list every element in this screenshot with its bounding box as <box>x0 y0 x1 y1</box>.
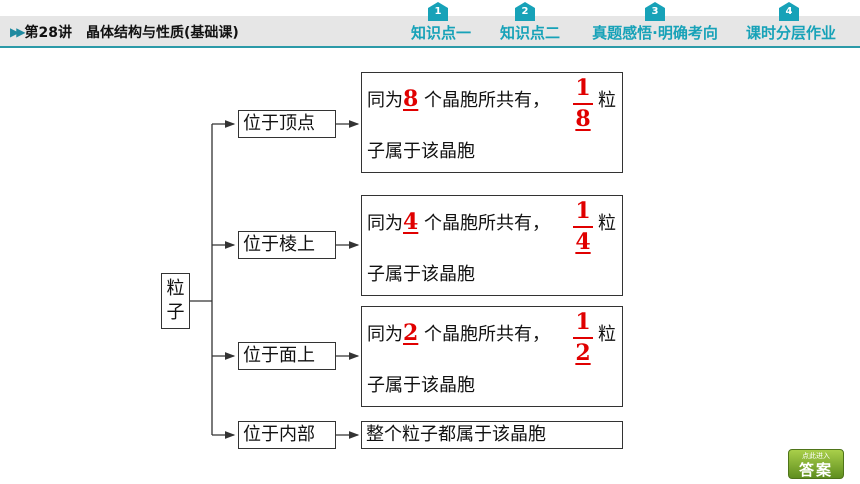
fraction-bar <box>573 337 593 339</box>
fraction: 1 2 <box>572 309 594 366</box>
position-edge: 位于棱上 <box>238 231 336 259</box>
lesson-number: 第28讲 <box>24 25 72 41</box>
position-vertex-label: 位于顶点 <box>243 113 315 134</box>
position-edge-label: 位于棱上 <box>243 234 315 255</box>
desc-face-tail: 粒 <box>598 324 616 345</box>
lesson-title: 晶体结构与性质(基础课) <box>85 25 239 41</box>
fraction: 1 4 <box>572 198 594 255</box>
nav-tab-1-label: 知识点一 <box>410 24 471 42</box>
count-value: 2 <box>403 320 419 346</box>
fraction-denominator: 4 <box>575 229 591 255</box>
position-face-label: 位于面上 <box>243 345 315 366</box>
root-box: 粒子 <box>161 273 190 329</box>
desc-interior: 整个粒子都属于该晶胞 <box>361 421 623 449</box>
pentagon-icon <box>645 2 665 21</box>
fraction: 1 8 <box>572 75 594 132</box>
count-value: 8 <box>403 86 419 112</box>
position-face: 位于面上 <box>238 342 336 370</box>
nav-tab-3[interactable]: 3 真题感悟·明确考向 <box>582 0 730 46</box>
desc-vertex-line1: 同为8 个晶胞所共有， <box>367 86 551 112</box>
answer-button-caption: 点此进入 <box>802 452 830 460</box>
nav-tab-1[interactable]: 1 知识点一 <box>405 0 553 46</box>
nav-tab-4-label: 课时分层作业 <box>745 24 836 42</box>
root-label: 粒子 <box>166 278 185 323</box>
fraction-bar <box>573 226 593 228</box>
fraction-bar <box>573 103 593 105</box>
count-value: 4 <box>403 209 419 235</box>
pentagon-icon <box>515 2 535 21</box>
nav-tab-2-label: 知识点二 <box>499 24 560 42</box>
play-arrow-icon: ▶▶ <box>10 25 26 39</box>
desc-vertex-line2: 子属于该晶胞 <box>367 141 475 162</box>
desc-edge-line1: 同为4 个晶胞所共有， <box>367 209 551 235</box>
nav-badge-2: 2 <box>514 2 536 22</box>
desc-edge-line2: 子属于该晶胞 <box>367 264 475 285</box>
lesson-heading: ▶▶ 第28讲 晶体结构与性质(基础课) <box>10 21 239 43</box>
fraction-numerator: 1 <box>575 75 591 101</box>
pentagon-icon <box>779 2 799 21</box>
nav-badge-1: 1 <box>427 2 449 22</box>
desc-vertex-tail: 粒 <box>598 90 616 111</box>
answer-button[interactable]: 点此进入 答案 <box>788 449 844 479</box>
header-divider <box>0 46 860 48</box>
fraction-denominator: 2 <box>575 340 591 366</box>
nav-badge-3: 3 <box>644 2 666 22</box>
desc-face-line2: 子属于该晶胞 <box>367 375 475 396</box>
header-bar: ▶▶ 第28讲 晶体结构与性质(基础课) 1 知识点一 2 知识点二 3 真题感… <box>0 0 860 48</box>
position-vertex: 位于顶点 <box>238 110 336 138</box>
position-interior-label: 位于内部 <box>243 424 315 445</box>
nav-tab-2[interactable]: 2 知识点二 <box>494 0 642 46</box>
desc-face: 同为2 个晶胞所共有， 1 2 粒 子属于该晶胞 <box>361 306 623 407</box>
desc-vertex: 同为8 个晶胞所共有， 1 8 粒 子属于该晶胞 <box>361 72 623 173</box>
desc-edge-tail: 粒 <box>598 213 616 234</box>
nav-tab-3-label: 真题感悟·明确考向 <box>592 24 718 42</box>
fraction-denominator: 8 <box>575 106 591 132</box>
nav-badge-4: 4 <box>778 2 800 22</box>
fraction-numerator: 1 <box>575 198 591 224</box>
desc-interior-text: 整个粒子都属于该晶胞 <box>366 424 546 445</box>
answer-button-label: 答案 <box>798 461 833 479</box>
nav-tab-4[interactable]: 4 课时分层作业 <box>738 0 860 46</box>
pentagon-icon <box>428 2 448 21</box>
desc-face-line1: 同为2 个晶胞所共有， <box>367 320 551 346</box>
fraction-numerator: 1 <box>575 309 591 335</box>
position-interior: 位于内部 <box>238 421 336 449</box>
desc-edge: 同为4 个晶胞所共有， 1 4 粒 子属于该晶胞 <box>361 195 623 296</box>
